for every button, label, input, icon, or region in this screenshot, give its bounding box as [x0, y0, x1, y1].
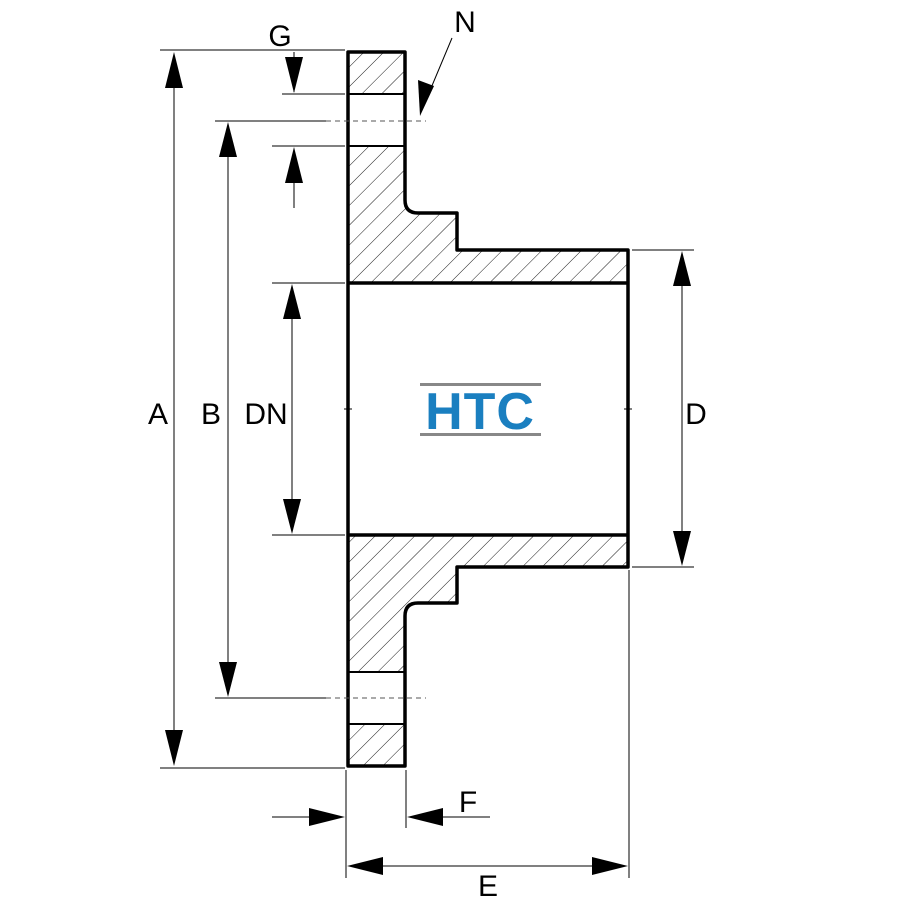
- dim-e-arrow-left: [347, 857, 383, 875]
- dim-g-label: G: [268, 20, 291, 53]
- dim-a-arrow-bottom: [165, 730, 183, 766]
- dimension-dn: DN: [244, 284, 301, 534]
- dim-b-label: B: [201, 398, 221, 431]
- logo-text: HTC: [425, 383, 535, 441]
- dim-e-arrow-right: [592, 857, 628, 875]
- dim-a-label: A: [148, 398, 168, 431]
- dim-b-arrow-bottom: [219, 662, 237, 697]
- dim-f-arrow-right: [309, 808, 345, 826]
- dim-f-label: F: [459, 786, 477, 819]
- dim-e-label: E: [478, 870, 498, 901]
- dimension-d: D: [673, 251, 707, 566]
- dim-d-label: D: [685, 398, 707, 431]
- section-hatching: [348, 52, 628, 766]
- dim-a-arrow-top: [165, 52, 183, 88]
- dim-d-arrow-bottom: [673, 531, 691, 566]
- dimension-f: F: [272, 786, 490, 826]
- dim-b-arrow-top: [219, 122, 237, 157]
- htc-logo: HTC: [420, 383, 541, 441]
- dim-f-arrow-left: [407, 808, 443, 826]
- dim-dn-label: DN: [244, 398, 287, 431]
- logo-top-bar: [420, 383, 541, 386]
- dimension-g: G: [268, 20, 303, 208]
- dim-g-arrow-down: [285, 57, 303, 93]
- dim-g-arrow-up: [285, 147, 303, 183]
- dimension-b: B: [201, 122, 237, 697]
- dimension-a: A: [148, 52, 183, 766]
- dim-d-arrow-top: [673, 251, 691, 286]
- flange-outline: [346, 50, 630, 768]
- dimension-e: E: [347, 857, 628, 901]
- dim-dn-arrow-top: [283, 284, 301, 319]
- leader-n-arrow: [418, 80, 434, 116]
- logo-bottom-bar: [420, 433, 541, 436]
- bolt-centerlines: [326, 120, 426, 699]
- dim-dn-arrow-bottom: [283, 499, 301, 534]
- leader-n-label: N: [454, 6, 476, 39]
- leader-n: N: [418, 6, 476, 116]
- extension-lines: [160, 49, 694, 878]
